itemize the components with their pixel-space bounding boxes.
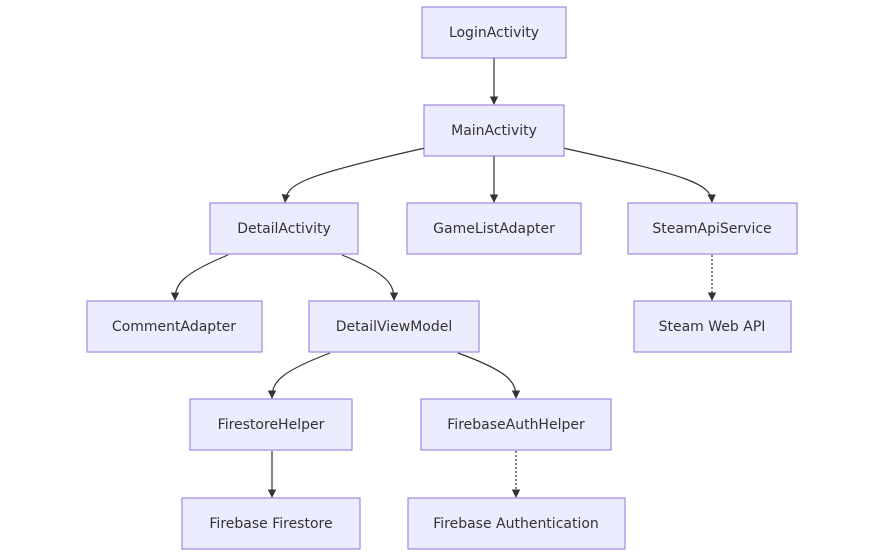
node-firebase-auth-helper: FirebaseAuthHelper <box>420 398 612 451</box>
node-label: MainActivity <box>451 123 537 139</box>
edge-detailvm-firestorehelper <box>267 352 331 399</box>
node-label: FirestoreHelper <box>218 417 325 433</box>
node-label: Firebase Firestore <box>209 516 332 532</box>
edge-detail-comment <box>170 254 229 301</box>
node-detail-activity: DetailActivity <box>209 202 359 255</box>
node-label: FirebaseAuthHelper <box>447 417 585 433</box>
edge-main-steamapi <box>562 147 716 203</box>
node-label: Steam Web API <box>659 319 766 335</box>
edge-main-detail <box>281 147 426 203</box>
node-detail-view-model: DetailViewModel <box>308 300 480 353</box>
edge-detail-detailvm <box>341 254 399 301</box>
node-firebase-authentication: Firebase Authentication <box>407 497 626 550</box>
node-steam-web-api: Steam Web API <box>633 300 792 353</box>
node-comment-adapter: CommentAdapter <box>86 300 263 353</box>
node-label: DetailActivity <box>237 221 331 237</box>
node-game-list-adapter: GameListAdapter <box>406 202 582 255</box>
node-label: DetailViewModel <box>336 319 453 335</box>
node-label: SteamApiService <box>652 221 771 237</box>
node-label: GameListAdapter <box>433 221 555 237</box>
node-label: Firebase Authentication <box>433 516 599 532</box>
edge-detailvm-authhelper <box>457 352 521 399</box>
node-steam-api-service: SteamApiService <box>627 202 798 255</box>
node-firestore-helper: FirestoreHelper <box>189 398 353 451</box>
node-login-activity: LoginActivity <box>421 6 567 59</box>
node-label: LoginActivity <box>449 25 539 41</box>
node-firebase-firestore: Firebase Firestore <box>181 497 361 550</box>
edges <box>170 58 717 498</box>
node-main-activity: MainActivity <box>423 104 565 157</box>
node-label: CommentAdapter <box>112 319 236 335</box>
